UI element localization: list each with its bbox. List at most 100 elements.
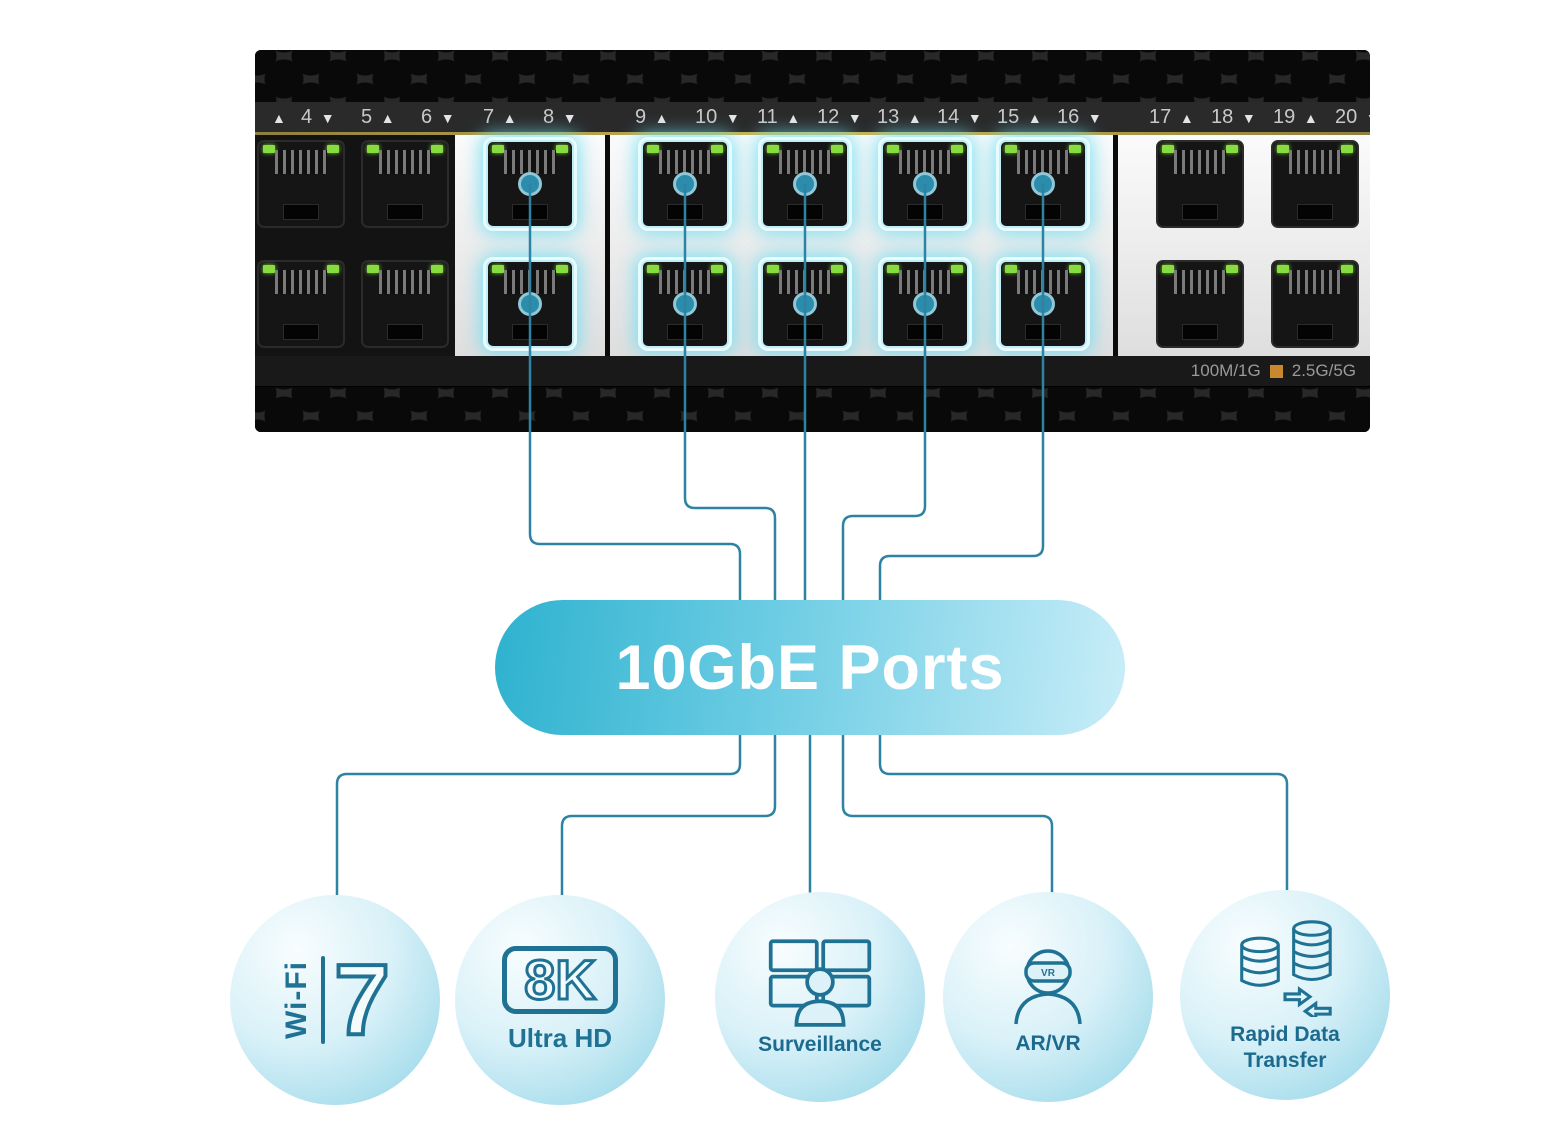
port-arrow-icon: ▲	[380, 110, 395, 126]
port-notch	[667, 324, 703, 340]
port-notch	[512, 324, 548, 340]
vr-goggles-text: VR	[1041, 968, 1056, 979]
port-pins	[1017, 270, 1069, 294]
wifi7-icon: Wi-Fi 7	[280, 943, 392, 1056]
port-number: 19 ▲	[1273, 106, 1318, 128]
8k-text: 8K	[523, 948, 598, 1012]
led-indicator	[327, 145, 339, 153]
switch-top-bezel	[255, 50, 1370, 103]
port-notch	[387, 324, 423, 340]
port-pins	[504, 150, 556, 174]
led-indicator	[556, 265, 568, 273]
speed-legend: 100M/1G 2.5G/5G	[255, 356, 1370, 386]
led-indicator	[1277, 265, 1289, 273]
connector-dot	[1031, 172, 1055, 196]
port-pins	[379, 270, 431, 294]
line-banner-to-data	[878, 726, 1289, 900]
led-indicator	[767, 145, 779, 153]
led-indicator	[1341, 265, 1353, 273]
port-notch	[283, 204, 319, 220]
port-pins	[899, 150, 951, 174]
port-pins	[659, 150, 711, 174]
wifi-divider	[321, 956, 326, 1044]
data-transfer-label: Rapid Data Transfer	[1230, 1023, 1340, 1072]
led-indicator	[431, 145, 443, 153]
port-arrow-icon: ▲	[786, 110, 801, 126]
connector-dot	[1031, 292, 1055, 316]
connector-dot	[518, 292, 542, 316]
port-number: 8 ▼	[543, 106, 577, 128]
port-notch	[1025, 204, 1061, 220]
led-indicator	[831, 265, 843, 273]
led-indicator	[951, 145, 963, 153]
port-arrow-icon: ▲	[1303, 110, 1318, 126]
led-indicator	[431, 265, 443, 273]
8k-label: Ultra HD	[507, 1022, 612, 1053]
rj45-port-10g	[881, 140, 969, 228]
rj45-port-10g	[641, 260, 729, 348]
rj45-port	[1156, 140, 1244, 228]
port-arrow-icon: ▼	[725, 110, 740, 126]
led-indicator	[951, 265, 963, 273]
port-number: 17 ▲	[1149, 106, 1194, 128]
port-pins	[779, 150, 831, 174]
rj45-port-10g	[999, 260, 1087, 348]
port-notch	[1182, 204, 1218, 220]
connector-dot	[518, 172, 542, 196]
rj45-port	[257, 260, 345, 348]
port-pins	[275, 150, 327, 174]
port-number: 4 ▼	[301, 106, 335, 128]
port-notch	[1025, 324, 1061, 340]
port-pins	[1289, 270, 1341, 294]
port-arrow-icon: ▼	[967, 110, 982, 126]
port-pins	[1017, 150, 1069, 174]
rj45-port-10g	[761, 260, 849, 348]
port-pins	[1289, 150, 1341, 174]
port-notch	[667, 204, 703, 220]
switch-bottom-bezel	[255, 386, 1370, 432]
circle-8k: 8K Ultra HD	[455, 895, 665, 1105]
led-indicator	[767, 265, 779, 273]
module-divider	[605, 135, 610, 356]
led-indicator	[711, 265, 723, 273]
rj45-port-10g	[486, 260, 574, 348]
port-pins	[275, 270, 327, 294]
led-indicator	[1005, 145, 1017, 153]
port-number: 14 ▼	[937, 106, 982, 128]
port-notch	[787, 324, 823, 340]
port-notch	[787, 204, 823, 220]
led-indicator	[647, 265, 659, 273]
led-indicator	[556, 145, 568, 153]
led-indicator	[887, 265, 899, 273]
led-indicator	[1162, 265, 1174, 273]
port-notch	[1182, 324, 1218, 340]
rj45-port-10g	[486, 140, 574, 228]
led-indicator	[1277, 145, 1289, 153]
connector-dot	[793, 172, 817, 196]
led-indicator	[1226, 265, 1238, 273]
port-arrow-icon: ▲	[502, 110, 517, 126]
led-indicator	[263, 145, 275, 153]
circle-data-transfer: Rapid Data Transfer	[1180, 890, 1390, 1100]
rj45-port	[1271, 260, 1359, 348]
port-number: 9 ▲	[635, 106, 669, 128]
arvr-icon: VR	[1014, 949, 1082, 1025]
port-number: 11 ▲	[757, 106, 801, 128]
line-banner-to-wifi7	[335, 726, 742, 902]
port-pins	[379, 150, 431, 174]
port-number: 20 ▼	[1335, 106, 1370, 129]
port-arrow-icon: ▼	[562, 110, 577, 126]
wifi-7-numeral: 7	[332, 943, 392, 1056]
rj45-port-10g	[881, 260, 969, 348]
legend-100m-1g: 100M/1G	[1190, 361, 1261, 380]
wifi-vertical-text: Wi-Fi	[280, 960, 314, 1040]
port-notch	[907, 204, 943, 220]
port-arrow-icon: ▲	[1179, 110, 1194, 126]
connector-dot	[913, 292, 937, 316]
led-indicator	[263, 265, 275, 273]
rj45-port	[361, 260, 449, 348]
port-number: ▲	[269, 106, 286, 129]
led-indicator	[367, 265, 379, 273]
circle-arvr: VR AR/VR	[943, 892, 1153, 1102]
